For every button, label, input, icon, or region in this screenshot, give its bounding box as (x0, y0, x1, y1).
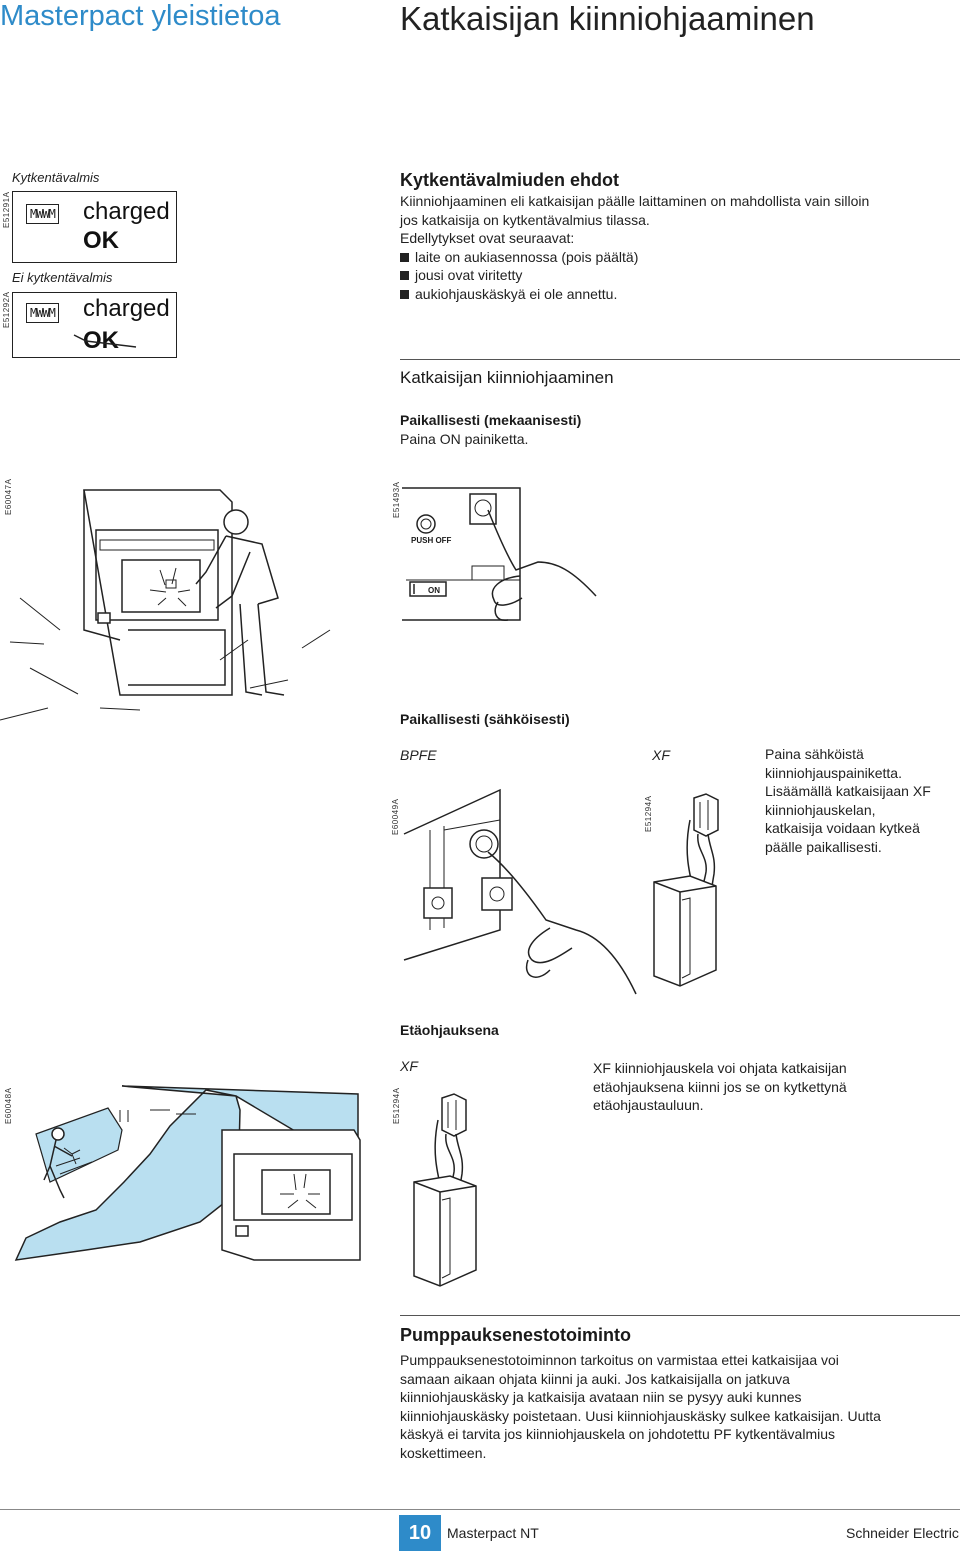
footer-divider (0, 1509, 960, 1510)
text-line: katkaisija voidaan kytkeä (765, 820, 920, 836)
text-line: jos katkaisija on kytkentävalmius tilass… (400, 211, 650, 228)
push-button-closeup-illustration (402, 487, 597, 621)
text-line: Kiinniohjaaminen eli katkaisijan päälle … (400, 193, 870, 209)
ok-text: OK (83, 227, 119, 254)
push-off-label: PUSH OFF (411, 536, 452, 545)
bullet-item: jousi ovat viritetty (400, 266, 955, 285)
ready-indicator: MWWM charged OK (12, 191, 177, 263)
subsection-text: Paina sähköistä kiinniohjauspainiketta. … (765, 745, 955, 856)
text-line: etäohjaustauluun. (593, 1097, 704, 1113)
text-line: käskyä ei tarvita jos kiinniohjauskela o… (400, 1426, 835, 1442)
header-right-title: Katkaisijan kiinniohjaaminen (400, 0, 815, 37)
section-text: Pumppauksenestotoiminnon tarkoitus on va… (400, 1351, 960, 1462)
on-label: ON (428, 586, 440, 595)
divider (400, 1315, 960, 1316)
text-line: kiinniohjauspainiketta. (765, 764, 902, 781)
text-line: Pumppauksenestotoiminnon tarkoitus on va… (400, 1352, 839, 1368)
text-line: kiinniohjauskäsky poistetaan. Uusi kiinn… (400, 1407, 881, 1424)
xf-label: XF (400, 1058, 418, 1074)
remote-control-illustration (14, 1085, 361, 1261)
strike-icon (73, 334, 137, 348)
bullet-item: aukiohjauskäskyä ei ole annettu. (400, 285, 955, 304)
ok-crossed-text: OK (83, 327, 119, 354)
text-line: Edellytykset ovat seuraavat: (400, 230, 575, 246)
xf-coil-illustration (653, 793, 719, 987)
figure-code: E51294A (392, 1087, 401, 1124)
bullet-icon (400, 252, 409, 262)
footer-brand: Schneider Electric (846, 1525, 959, 1541)
bullet-item: laite on aukiasennossa (pois päältä) (400, 248, 955, 267)
text-line: Paina sähköistä (765, 746, 864, 762)
bullet-icon (400, 289, 409, 299)
charged-text: charged (83, 198, 170, 225)
header-left-title: Masterpact yleistietoa (0, 0, 281, 32)
subsection-text: Paina ON painiketta. (400, 431, 529, 447)
text-line: XF kiinniohjauskela voi ohjata katkaisij… (593, 1060, 847, 1076)
ready-label: Kytkentävalmis (12, 170, 100, 185)
text-line: Lisäämällä katkaisijaan XF (765, 783, 931, 799)
text-line: kiinniohjauskelan, (765, 801, 876, 818)
figure-code: E60049A (391, 798, 400, 835)
text-line: päälle paikallisesti. (765, 838, 882, 855)
subsection-title: Etäohjauksena (400, 1022, 499, 1038)
divider (400, 359, 960, 360)
text-line: samaan aikaan ohjata kiinni ja auki. Jos… (400, 1370, 790, 1387)
section-title: Pumppauksenestotoiminto (400, 1325, 632, 1345)
xf-coil-illustration (413, 1093, 477, 1287)
section-text: Kiinniohjaaminen eli katkaisijan päälle … (400, 192, 955, 303)
bullet-icon (400, 271, 409, 280)
section-title: Kytkentävalmiuden ehdot (400, 170, 620, 190)
subsection-title: Paikallisesti (sähköisesti) (400, 711, 570, 727)
text-line: koskettimeen. (400, 1444, 487, 1461)
page-number: 10 (399, 1515, 441, 1551)
bpfe-label: BPFE (400, 747, 437, 763)
text-line: etäohjauksena kiinni jos se on kytkettyn… (593, 1078, 847, 1095)
subsection-title: Paikallisesti (mekaanisesti) (400, 412, 582, 428)
section-title: Katkaisijan kiinniohjaaminen (400, 368, 614, 387)
breaker-cabinet-illustration (0, 489, 331, 721)
xf-label: XF (652, 747, 670, 763)
section-text: XF kiinniohjauskela voi ohjata katkaisij… (593, 1059, 953, 1115)
spring-icon: MWWM (26, 204, 59, 224)
footer-product: Masterpact NT (447, 1525, 539, 1541)
spring-icon: MWWM (26, 303, 59, 323)
not-ready-label: Ei kytkentävalmis (12, 270, 113, 285)
text-line: kiinniohjauskäsky ja katkaisija avataan … (400, 1389, 802, 1405)
not-ready-indicator: MWWM charged OK (12, 292, 177, 358)
figure-code: E51292A (2, 291, 11, 328)
bpfe-button-illustration (403, 788, 637, 995)
charged-text: charged (83, 295, 170, 322)
figure-code: E51291A (2, 191, 11, 228)
